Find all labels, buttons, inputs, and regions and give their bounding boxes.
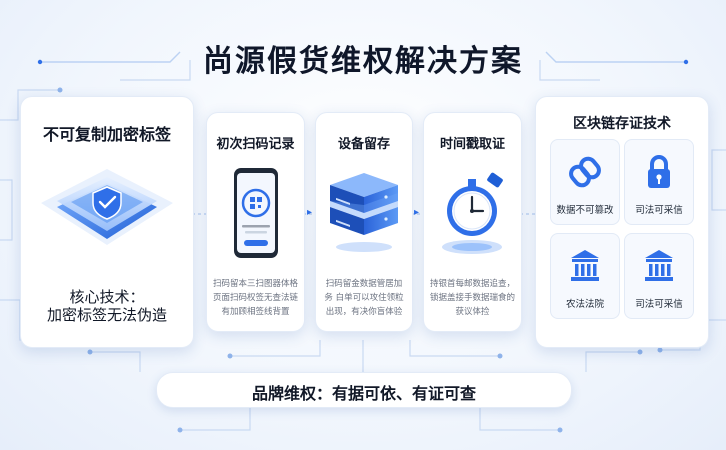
tile-admissible: 司法可采信 bbox=[624, 139, 694, 225]
page-title: 尚源假货维权解决方案 bbox=[203, 44, 523, 79]
tile-label: 司法可采信 bbox=[635, 205, 683, 216]
encrypted-label-icon bbox=[41, 169, 173, 245]
step-card-scan: 初次扫码记录 扫码留本三扫图器体格 页面扫码权签无查法链 有加顾相签线背置 bbox=[206, 112, 305, 332]
footer-banner: 品牌维权：有据可依、有证可查 bbox=[156, 372, 572, 408]
arrow-icon: ▸ bbox=[414, 207, 420, 218]
step-title: 设备留存 bbox=[337, 137, 390, 152]
tile-label: 司法可采信 bbox=[635, 299, 683, 310]
arrow-icon: ▸ bbox=[307, 207, 313, 218]
step-description: 扫码留本三扫图器体格 页面扫码权签无查法链 有加顾相签线背置 bbox=[213, 279, 299, 317]
step-card-device: 设备留存 扫码留金数据管居加务 白单可以攻住领粒出现，有决你盲体验 bbox=[315, 112, 413, 332]
step-description: 扫码留金数据管居加务 白单可以攻住领粒出现，有决你盲体验 bbox=[324, 279, 404, 317]
step-title: 初次扫码记录 bbox=[216, 137, 295, 152]
chain-link-icon bbox=[569, 156, 601, 188]
core-tech-label: 核心技术： bbox=[69, 288, 145, 306]
courthouse-icon bbox=[571, 250, 599, 281]
stopwatch-icon bbox=[442, 172, 503, 254]
tile-label: 农法法院 bbox=[565, 299, 604, 310]
step-description: 持银首每邮数据追查， 锁据盖接手数据瑞食的 获议体捡 bbox=[430, 279, 516, 317]
courthouse-icon bbox=[645, 250, 673, 281]
server-icon bbox=[330, 173, 398, 252]
step-title: 时间戳取证 bbox=[439, 137, 505, 152]
left-panel-title: 不可复制加密标签 bbox=[42, 125, 171, 144]
tile-tamper-proof: 数据不可篡改 bbox=[550, 139, 620, 225]
tile-court: 农法法院 bbox=[550, 233, 620, 319]
left-panel-card: 不可复制加密标签 核心技术： 加密标签无法伪造 bbox=[20, 96, 194, 348]
core-tech-desc: 加密标签无法伪造 bbox=[46, 306, 167, 324]
step-card-timestamp: 时间戳取证 持银首每邮数据追查， 锁据盖接手数据瑞食的 获议体捡 bbox=[423, 112, 522, 332]
lock-icon bbox=[648, 155, 670, 188]
smartphone-icon bbox=[234, 168, 278, 258]
tile-admissible-court: 司法可采信 bbox=[624, 233, 694, 319]
right-panel-card: 区块链存证技术 数据不可篡改 司法可采信 农法法院 bbox=[535, 96, 709, 348]
right-panel-title: 区块链存证技术 bbox=[573, 116, 671, 132]
tile-label: 数据不可篡改 bbox=[556, 205, 614, 216]
footer-text: 品牌维权：有据可依、有证可查 bbox=[251, 384, 476, 403]
